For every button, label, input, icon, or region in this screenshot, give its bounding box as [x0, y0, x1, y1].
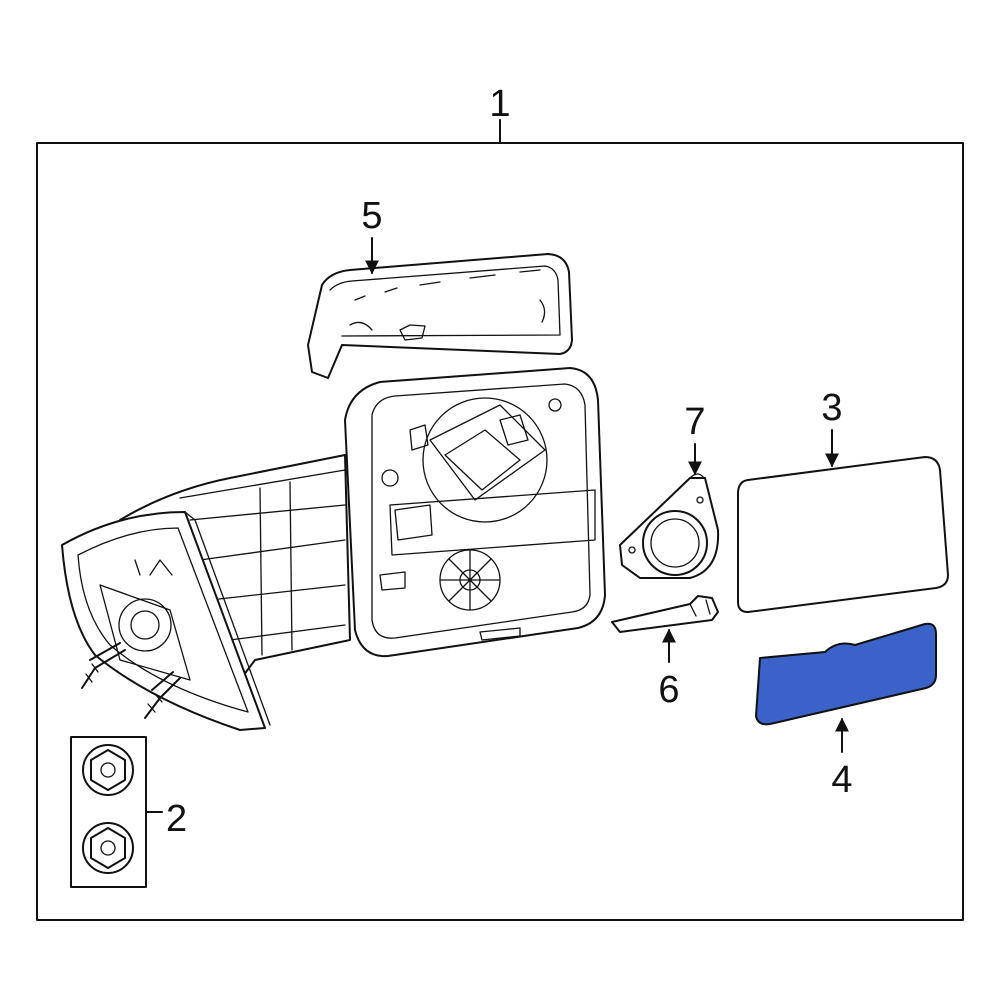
callout-5-label[interactable]: 5 — [361, 195, 382, 237]
flange-nut-upper[interactable] — [82, 744, 134, 796]
callout-2-label[interactable]: 2 — [166, 798, 187, 840]
callout-7-label[interactable]: 7 — [684, 401, 705, 443]
flange-nut-lower[interactable] — [82, 822, 134, 874]
mirror-glass-part[interactable] — [737, 456, 949, 613]
callout-3-label[interactable]: 3 — [821, 387, 842, 429]
spotter-mirror-part[interactable] — [619, 473, 720, 579]
callout-6-label[interactable]: 6 — [658, 669, 679, 711]
callout-1-label[interactable]: 1 — [489, 83, 510, 125]
callout-4-label[interactable]: 4 — [831, 759, 852, 801]
mirror-cap-cover-part[interactable] — [307, 253, 573, 379]
retaining-clip-part[interactable] — [611, 595, 719, 633]
mirror-assembly-part[interactable] — [61, 367, 606, 731]
lower-mirror-glass-part[interactable] — [755, 622, 937, 726]
lower-mirror-glass-fill — [755, 622, 937, 726]
